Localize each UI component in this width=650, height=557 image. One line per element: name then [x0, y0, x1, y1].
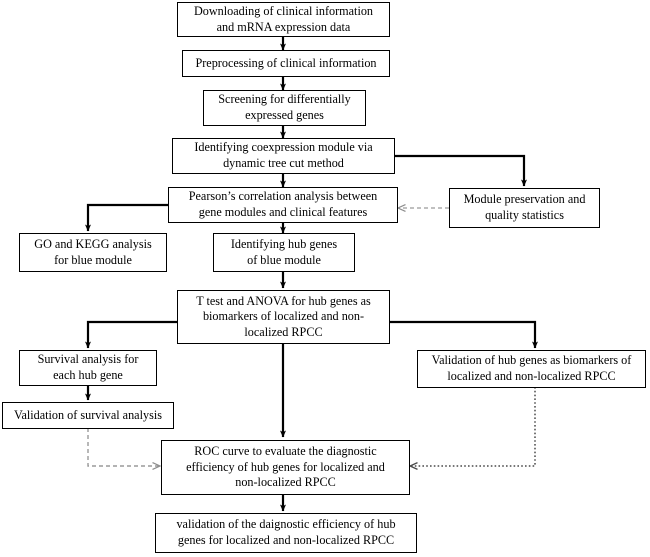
node-download-line2: and mRNA expression data [216, 19, 351, 34]
node-preprocessing[interactable]: Preprocessing of clinical information [182, 50, 390, 77]
node-modulepreservation-line2: quality statistics [485, 208, 564, 222]
node-gokegg[interactable]: GO and KEGG analysis for blue module [19, 233, 167, 272]
node-download-line1: Downloading of clinical information [193, 3, 374, 18]
node-screening-line1: Screening for differentially [218, 92, 351, 107]
node-gokegg-line1: GO and KEGG analysis [34, 236, 152, 251]
node-roc-line1: ROC curve to evaluate the diagnostic [194, 444, 377, 459]
node-roc[interactable]: ROC curve to evaluate the diagnostic eff… [161, 440, 410, 495]
node-hubgenes-line2: of blue module [247, 252, 321, 267]
node-validationdiagnostic[interactable]: validation of the daignostic efficiency … [155, 513, 417, 553]
node-pearson-line1: Pearson’s correlation analysis between [188, 189, 378, 204]
node-validationdiagnostic-line2: genes for localized and non-localized RP… [177, 533, 395, 547]
node-roc-line3: non-localized RPCC [235, 475, 336, 490]
node-validationsurvival[interactable]: Validation of survival analysis [2, 402, 174, 429]
node-survival-line2: each hub gene [53, 368, 123, 382]
node-download[interactable]: Downloading of clinical information and … [177, 2, 390, 37]
edge-validationsurvival-to-roc [87, 428, 162, 470]
edge-validationhub-to-roc [408, 387, 536, 470]
node-roc-line2: efficiency of hub genes for localized an… [186, 459, 385, 474]
node-validationhub[interactable]: Validation of hub genes as biomarkers of… [417, 350, 646, 388]
node-pearson[interactable]: Pearson’s correlation analysis between g… [168, 187, 398, 223]
node-validationhub-line2: localized and non-localized RPCC [447, 369, 616, 383]
node-preprocessing-line1: Preprocessing of clinical information [195, 55, 377, 70]
node-gokegg-line2: for blue module [54, 252, 132, 267]
edge-ttest-to-survival [84, 320, 177, 349]
node-coexpression-line1: Identifying coexpression module via [194, 140, 373, 155]
node-screening[interactable]: Screening for differentially expressed g… [203, 90, 366, 126]
node-survival[interactable]: Survival analysis for each hub gene [19, 350, 157, 386]
edge-coexpression-to-modulepreservation [395, 154, 527, 187]
node-validationsurvival-line1: Validation of survival analysis [14, 407, 162, 422]
node-validationhub-line1: Validation of hub genes as biomarkers of [431, 353, 632, 368]
node-ttest-line3: localized RPCC [244, 324, 323, 339]
node-coexpression-line2: dynamic tree cut method [223, 156, 344, 170]
edge-pearson-to-gokegg [84, 203, 168, 232]
node-ttest-line1: T test and ANOVA for hub genes as [196, 293, 371, 308]
node-hubgenes-line1: Identifying hub genes [230, 236, 338, 251]
node-pearson-line2: gene modules and clinical features [198, 205, 368, 219]
node-screening-line2: expressed genes [245, 108, 324, 122]
node-ttest-line2: biomarkers of localized and non- [202, 309, 365, 324]
node-validationdiagnostic-line1: validation of the daignostic efficiency … [176, 517, 396, 532]
node-coexpression[interactable]: Identifying coexpression module via dyna… [172, 138, 395, 174]
node-hubgenes[interactable]: Identifying hub genes of blue module [213, 233, 355, 272]
node-ttest[interactable]: T test and ANOVA for hub genes as biomar… [177, 290, 390, 344]
node-modulepreservation-line1: Module preservation and [463, 192, 586, 207]
node-survival-line1: Survival analysis for [37, 352, 139, 367]
node-modulepreservation[interactable]: Module preservation and quality statisti… [449, 188, 600, 228]
edge-ttest-to-validationhub [390, 320, 538, 349]
